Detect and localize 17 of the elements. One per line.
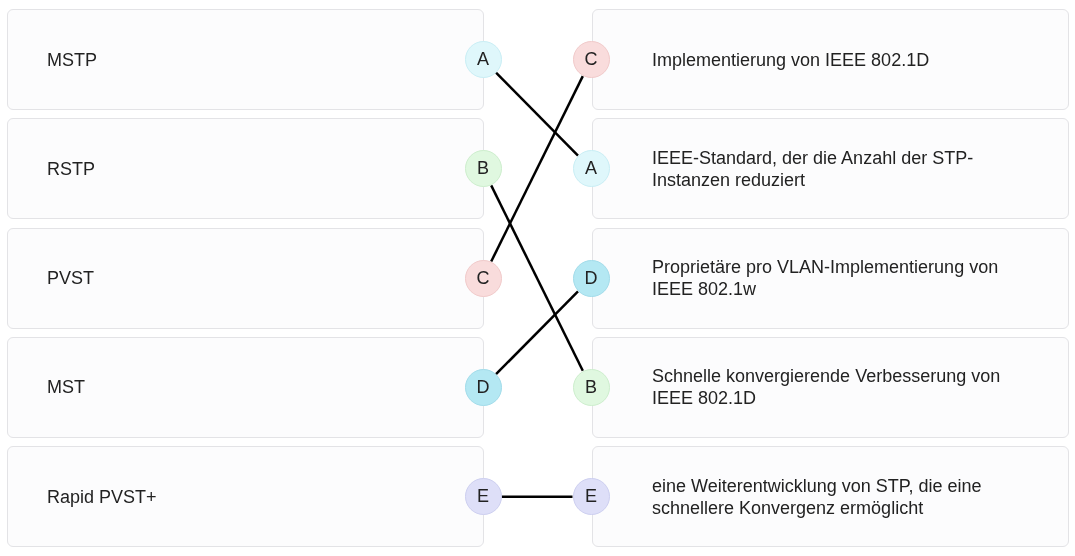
description-text: Implementierung von IEEE 802.1D <box>652 48 930 71</box>
connector-line <box>490 75 584 263</box>
description-text: Schnelle konvergierende Verbesserung von IEEE 802.1D <box>652 365 1002 410</box>
description-text: IEEE-Standard, der die Anzahl der STP-Instanzen reduziert <box>652 146 975 191</box>
connector-line <box>501 495 573 498</box>
term-text: Rapid PVST+ <box>47 485 157 508</box>
term-text: PVST <box>47 267 94 290</box>
term-text: MST <box>47 376 85 399</box>
term-text: RSTP <box>47 157 95 180</box>
letter-badge: C <box>572 41 610 78</box>
description-text: eine Weiterentwicklung von STP, die eine schnellere Konvergenz ermöglicht <box>652 474 983 519</box>
connector-line <box>495 71 579 157</box>
letter-badge: E <box>572 478 610 516</box>
term-text: MSTP <box>47 48 97 71</box>
description-text: Proprietäre pro VLAN-Implementierung von IEEE 802.1w <box>652 256 1000 301</box>
connector-line <box>490 184 584 372</box>
connector-line <box>495 290 579 376</box>
